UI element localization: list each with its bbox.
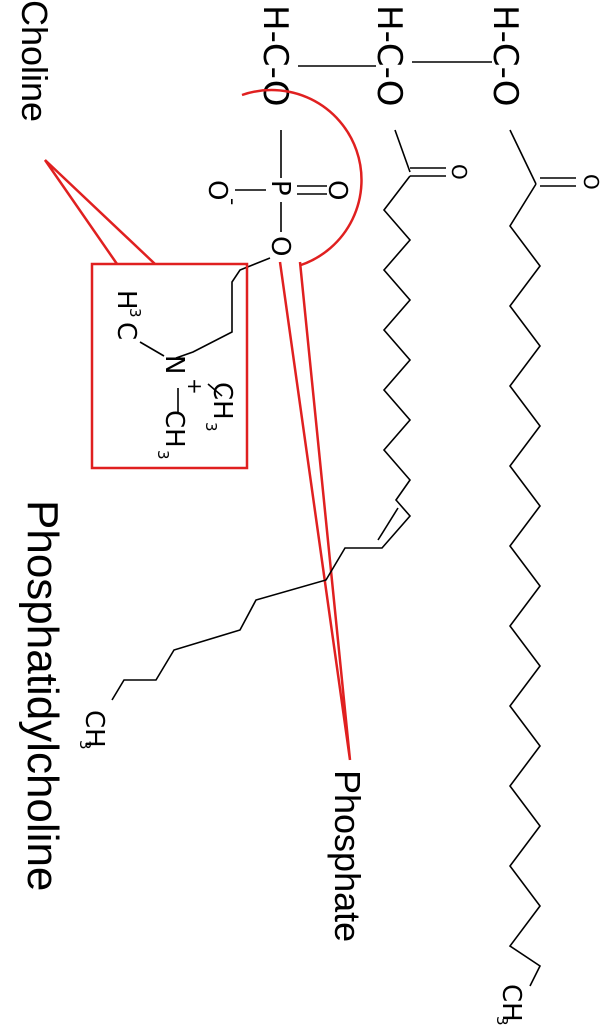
phosphate-label: Phosphate: [327, 770, 368, 942]
phosphate-highlight-circle: [241, 88, 363, 267]
unsaturated-chain-terminal-sub: 3: [76, 740, 94, 750]
bond-n-methyl-3: [207, 383, 223, 397]
carbonyl-right-oxygen: O: [579, 174, 603, 190]
ester-bond-right: [509, 129, 537, 185]
choline-chain: [175, 257, 271, 359]
cis-double-bond: [377, 507, 399, 541]
positive-charge: +: [183, 378, 207, 395]
phosphorus-atom: P: [265, 180, 295, 196]
carbonyl-middle-oxygen: O: [447, 164, 471, 180]
saturated-chain-terminal-ch: CH: [496, 984, 526, 1022]
methyl-ch3-lower: CH: [159, 410, 189, 448]
bridge-oxygen-atom: O: [265, 236, 295, 256]
choline-label: Choline: [14, 0, 55, 122]
methyl-ch3-lower-sub: 3: [154, 450, 172, 460]
phosphate-callout-pointer: [278, 261, 352, 761]
nitrogen-atom: N: [159, 355, 189, 374]
methyl-h3c-c: C: [111, 322, 141, 340]
methyl-h3c-sub: 3: [126, 308, 144, 318]
methyl-ch3-upper-sub: 3: [202, 422, 220, 432]
unsaturated-chain-terminal-ch: CH: [79, 710, 109, 748]
ester-bond-middle: [394, 129, 411, 173]
negative-charge: -: [221, 198, 245, 205]
choline-callout-pointer: [43, 159, 156, 265]
saturated-chain-terminal-sub: 3: [493, 1016, 511, 1026]
anionic-oxygen-atom: O: [202, 180, 232, 200]
methyl-h3c-h: H: [111, 290, 141, 310]
glycerol-carbon-2: H-C-O: [369, 5, 409, 107]
choline-highlight-box: [90, 262, 249, 470]
saturated-fatty-acid-chain: [508, 183, 542, 987]
bond-n-methyl-1: [139, 341, 165, 357]
unsaturated-fatty-acid-chain: [111, 175, 412, 701]
double-bonded-oxygen-atom: O: [322, 180, 352, 200]
methyl-ch3-upper: CH: [207, 382, 237, 420]
glycerol-carbon-3: H-C-O: [485, 5, 525, 107]
title: Phosphatidylcholine: [18, 500, 67, 891]
